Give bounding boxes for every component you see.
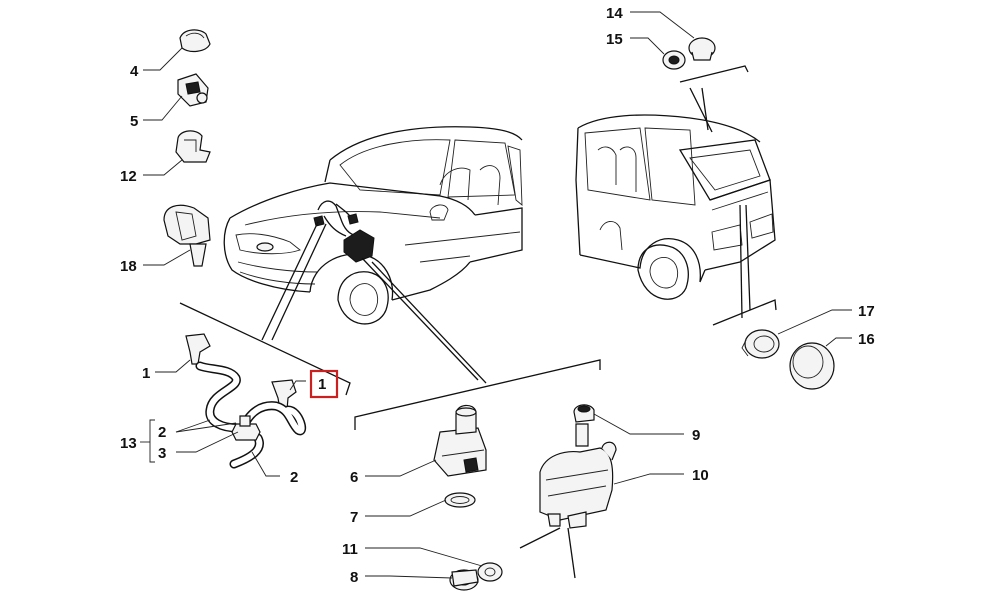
- label-5[interactable]: 5: [130, 113, 138, 130]
- part-16-cap[interactable]: [789, 342, 835, 390]
- part-11-washer[interactable]: [477, 562, 503, 582]
- label-15[interactable]: 15: [606, 31, 623, 48]
- part-8-grommet[interactable]: [449, 569, 479, 591]
- label-6[interactable]: 6: [350, 469, 358, 486]
- label-9[interactable]: 9: [692, 427, 700, 444]
- label-17[interactable]: 17: [858, 303, 875, 320]
- part-6-pump[interactable]: [433, 404, 487, 477]
- label-1a[interactable]: 1: [142, 365, 150, 382]
- label-2b[interactable]: 2: [290, 469, 298, 486]
- part-9-cap[interactable]: [573, 404, 595, 423]
- label-16[interactable]: 16: [858, 331, 875, 348]
- rear-car-drawing: [575, 114, 776, 300]
- part-4-cap[interactable]: [179, 29, 211, 53]
- part-18-grommet[interactable]: [163, 204, 211, 267]
- part-12-clip[interactable]: [175, 130, 211, 163]
- label-10[interactable]: 10: [692, 467, 709, 484]
- highlight-box: [309, 369, 339, 399]
- wiring-harness-highlight: [313, 200, 375, 263]
- washer-hose-group[interactable]: [185, 333, 307, 469]
- label-13[interactable]: 13: [120, 435, 137, 452]
- label-12[interactable]: 12: [120, 168, 137, 185]
- part-7-seal-ring[interactable]: [444, 492, 476, 508]
- callout-leaders: [140, 11, 852, 579]
- label-1b[interactable]: 1: [318, 376, 326, 393]
- part-5-clip[interactable]: [177, 73, 209, 107]
- label-11[interactable]: 11: [342, 541, 358, 558]
- front-car-drawing: [223, 126, 523, 325]
- label-18[interactable]: 18: [120, 258, 137, 275]
- callout-labels: 4 5 12 18 1 1 2 3 13 2 6 7 11 8 9 10 14 …: [120, 5, 875, 586]
- label-3[interactable]: 3: [158, 445, 166, 462]
- label-4[interactable]: 4: [130, 63, 139, 80]
- leader-lines: [179, 65, 777, 430]
- part-17-grommet[interactable]: [741, 329, 780, 359]
- label-14[interactable]: 14: [606, 5, 623, 22]
- label-8[interactable]: 8: [350, 569, 358, 586]
- label-2a[interactable]: 2: [158, 424, 166, 441]
- label-7[interactable]: 7: [350, 509, 358, 526]
- part-10-reservoir[interactable]: [519, 423, 617, 579]
- part-14-plug[interactable]: [688, 37, 716, 61]
- part-15-grommet[interactable]: [662, 50, 686, 70]
